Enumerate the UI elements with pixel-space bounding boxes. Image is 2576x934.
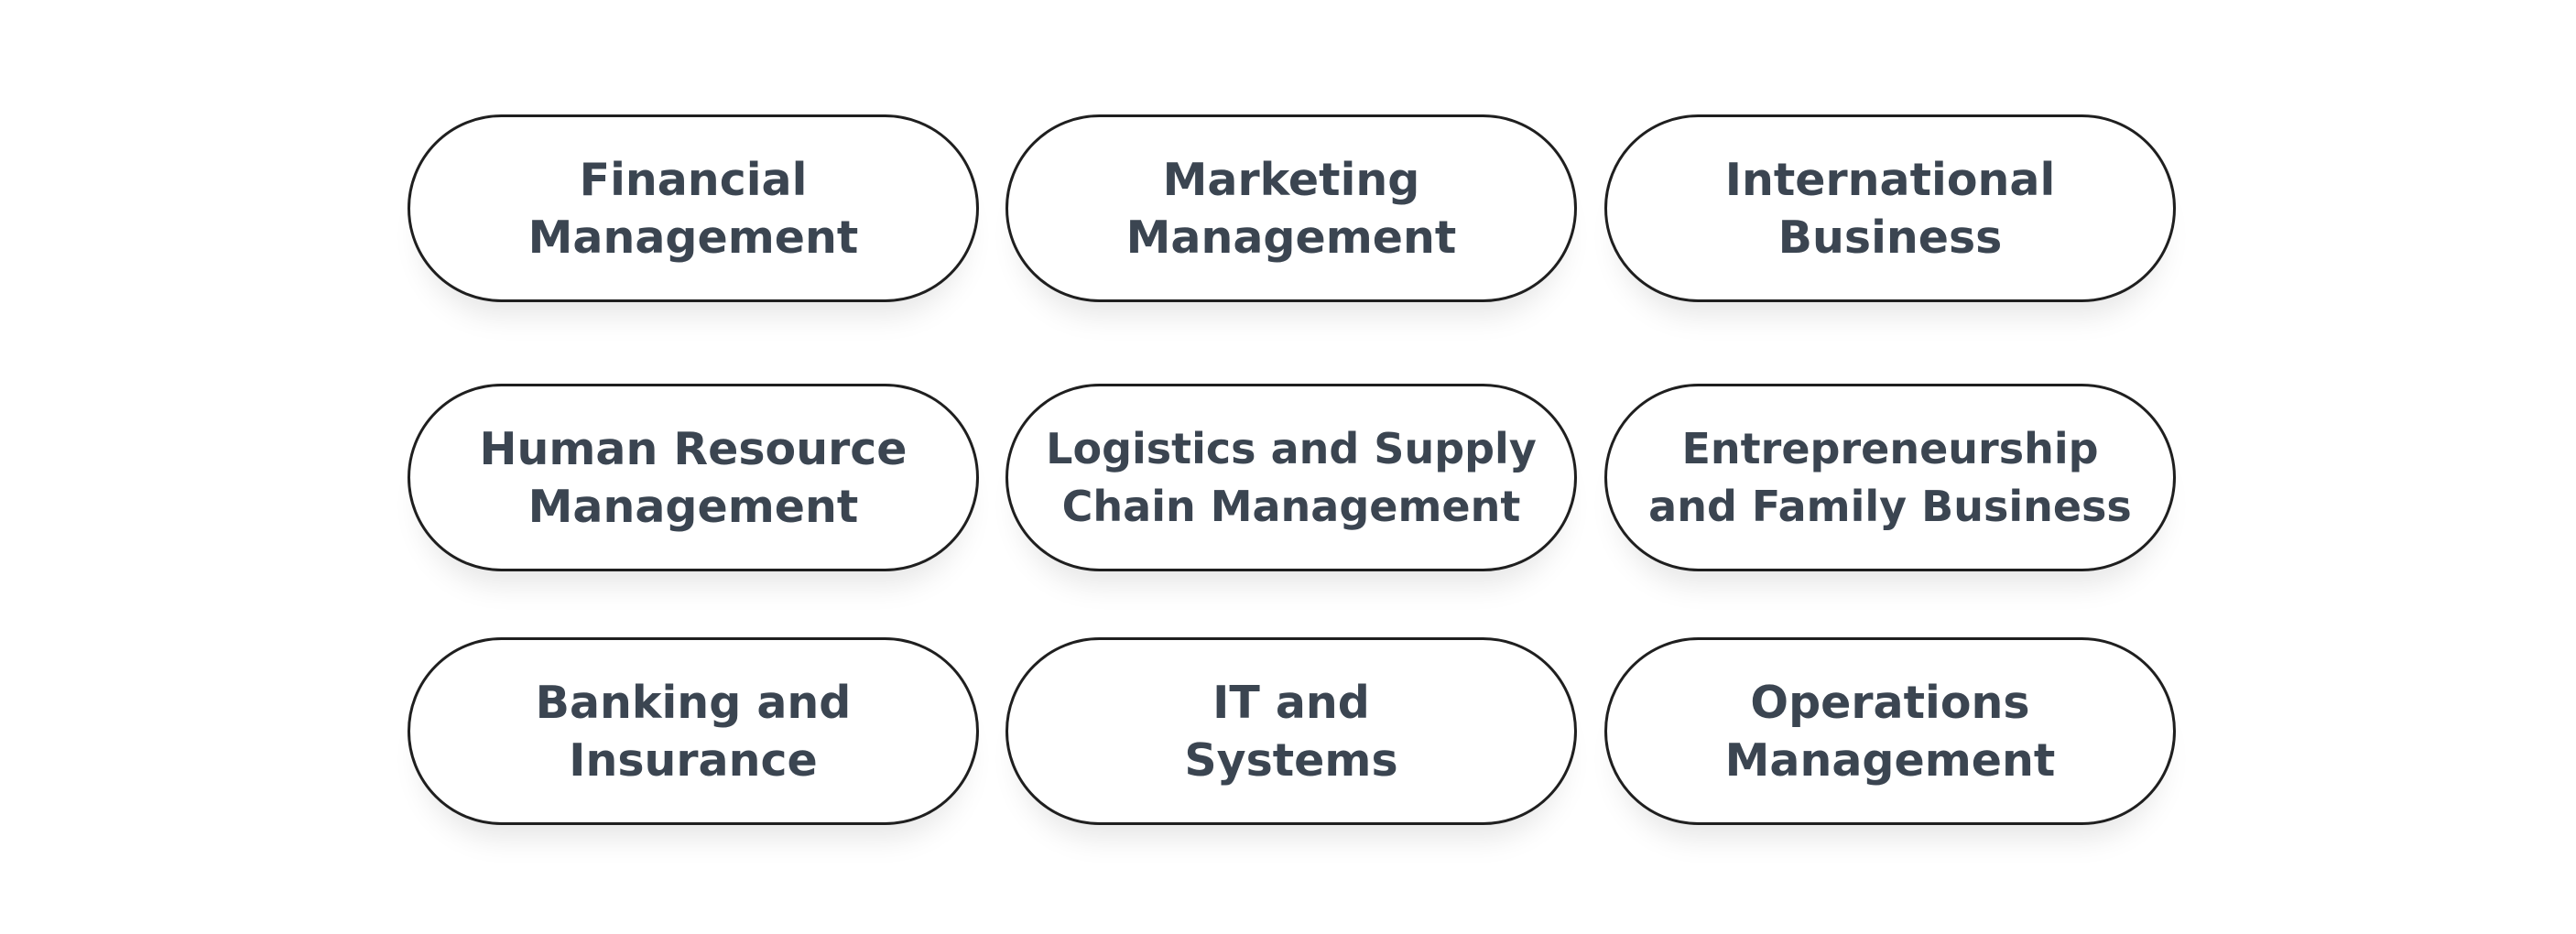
pill-operations-management[interactable]: Operations Management: [1604, 637, 2176, 825]
pill-label-line: Management: [527, 211, 859, 264]
pill-logistics-supply-chain[interactable]: Logistics and Supply Chain Management: [1005, 384, 1577, 571]
pill-label-line: Management: [1125, 211, 1457, 264]
pill-banking-insurance[interactable]: Banking and Insurance: [408, 637, 979, 825]
pill-entrepreneurship-family-business[interactable]: Entrepreneurship and Family Business: [1604, 384, 2176, 571]
pill-label-line: Management: [527, 480, 859, 533]
pill-label-line: International: [1724, 153, 2056, 206]
pill-it-systems[interactable]: IT and Systems: [1005, 637, 1577, 825]
pill-label-line: Financial: [579, 153, 808, 206]
pill-international-business[interactable]: International Business: [1604, 114, 2176, 302]
pill-label-line: Chain Management: [1061, 481, 1521, 531]
pill-label-line: Human Resource: [479, 422, 908, 475]
pill-label-line: Systems: [1184, 733, 1398, 787]
pill-human-resource-management[interactable]: Human Resource Management: [408, 384, 979, 571]
pill-marketing-management[interactable]: Marketing Management: [1005, 114, 1577, 302]
pill-label-line: Banking and: [535, 676, 852, 729]
pill-label-line: Business: [1777, 211, 2003, 264]
pill-label-line: Logistics and Supply: [1046, 423, 1537, 473]
pill-label-line: Management: [1724, 733, 2056, 787]
pill-financial-management[interactable]: Financial Management: [408, 114, 979, 302]
pill-label-line: Marketing: [1162, 153, 1420, 206]
pill-label-line: IT and: [1212, 676, 1370, 729]
pill-label-line: Entrepreneurship: [1681, 423, 2099, 473]
pill-label-line: and Family Business: [1648, 481, 2132, 531]
pill-label-line: Operations: [1750, 676, 2030, 729]
pill-label-line: Insurance: [569, 733, 818, 787]
